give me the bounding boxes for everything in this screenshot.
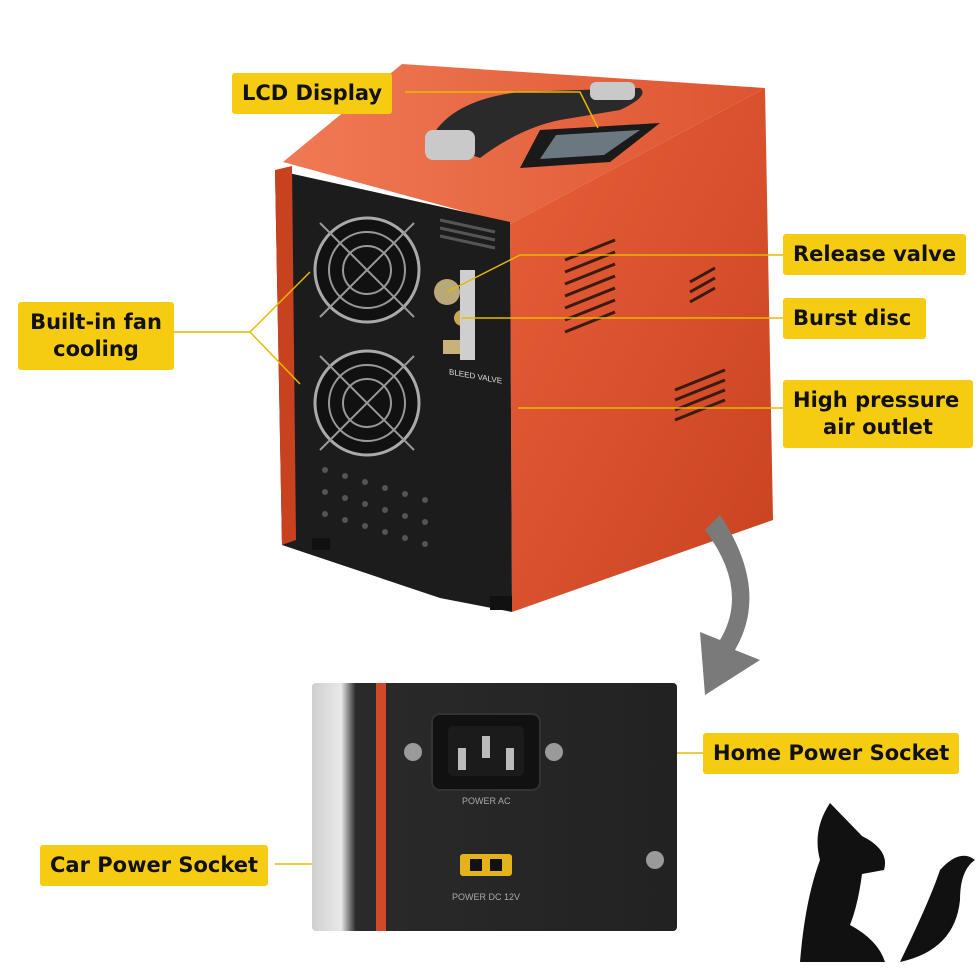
inset-photo xyxy=(312,683,677,931)
callout-fan-line1: Built-in fan xyxy=(30,310,162,334)
case-side xyxy=(510,88,773,612)
front-slots xyxy=(439,218,496,250)
callout-lcd-display: LCD Display xyxy=(232,73,393,114)
callout-release-valve-text: Release valve xyxy=(793,242,957,266)
callout-car-power: Car Power Socket xyxy=(40,845,269,886)
callout-high-pressure-line1: High pressure xyxy=(793,388,960,412)
fan-top xyxy=(313,216,421,324)
callout-release-valve: Release valve xyxy=(783,234,967,275)
callout-fan-cooling: Built-in fan cooling xyxy=(18,302,174,370)
fan-bottom xyxy=(313,349,421,457)
callout-home-power-text: Home Power Socket xyxy=(713,741,950,765)
callout-home-power: Home Power Socket xyxy=(703,733,960,774)
power-ac-label: POWER AC xyxy=(462,796,511,806)
carry-handle xyxy=(430,88,643,158)
side-vents xyxy=(564,238,726,422)
curved-arrow xyxy=(700,515,760,695)
callout-car-power-text: Car Power Socket xyxy=(50,853,259,877)
fox-logo xyxy=(800,803,975,962)
callout-lcd-text: LCD Display xyxy=(242,81,383,105)
callout-fan-line2: cooling xyxy=(53,337,139,361)
callout-high-pressure-line2: air outlet xyxy=(823,415,933,439)
case-top xyxy=(283,64,765,224)
dc-socket xyxy=(460,854,512,876)
callout-burst-disc: Burst disc xyxy=(783,298,926,339)
power-dc-label: POWER DC 12V xyxy=(452,892,521,902)
callout-high-pressure: High pressure air outlet xyxy=(783,380,973,448)
front-vent-holes xyxy=(322,467,428,547)
callout-burst-disc-text: Burst disc xyxy=(793,306,912,330)
